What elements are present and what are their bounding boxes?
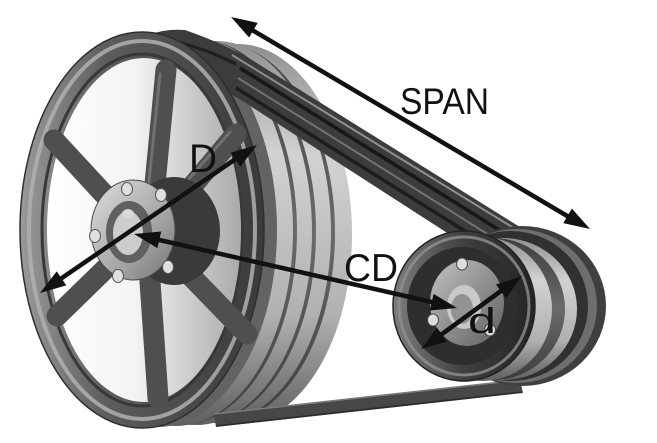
large-diameter-label: D xyxy=(189,137,217,181)
annotations: SPAN D CD d xyxy=(40,17,590,349)
small-diameter-label: d xyxy=(468,300,496,341)
span-arrow xyxy=(231,17,590,229)
small-diameter-arrow xyxy=(421,276,522,349)
small-pulley xyxy=(392,226,606,386)
center-distance-arrow xyxy=(134,231,457,311)
large-pulley-hub xyxy=(89,177,220,285)
belt-bottom-run xyxy=(213,379,523,427)
large-diameter-arrow xyxy=(40,145,257,293)
large-pulley xyxy=(19,31,265,429)
center-distance-label: CD xyxy=(344,247,398,290)
small-hub-bolts xyxy=(427,257,496,337)
span-label: SPAN xyxy=(400,81,489,122)
hub-bolts xyxy=(89,182,174,283)
